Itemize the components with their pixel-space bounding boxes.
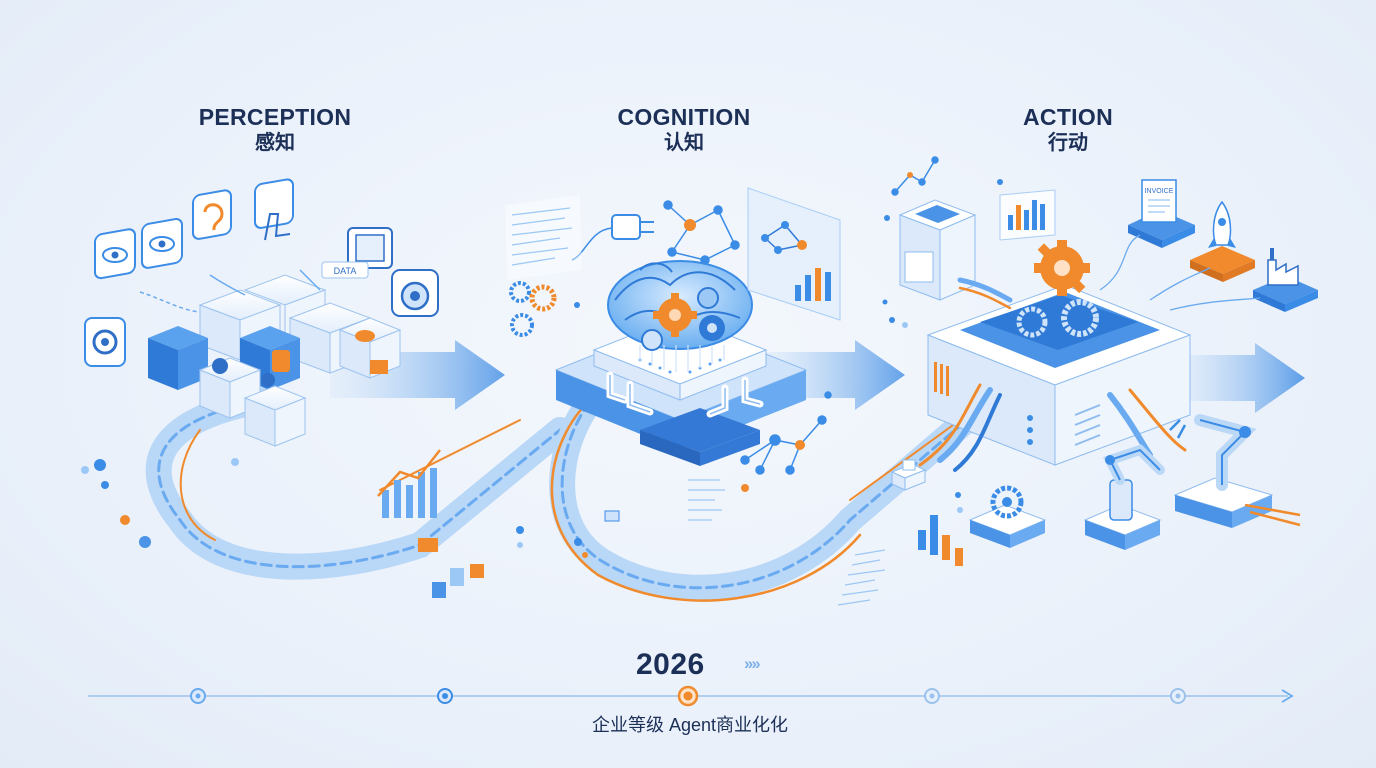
timeline <box>88 687 1292 705</box>
robot-arm-icon-2 <box>1170 420 1272 528</box>
robot-arm-icon <box>1085 450 1160 550</box>
bar-chart-icon-action <box>918 515 963 566</box>
stage-title-en: COGNITION <box>564 104 804 130</box>
eye-icon <box>95 228 135 279</box>
chevron-right-icon: ›››› <box>744 654 759 674</box>
stage-title-en: PERCEPTION <box>155 104 395 130</box>
camera-icon <box>392 270 438 316</box>
plug-icon <box>572 215 654 260</box>
timeline-marker-1 <box>191 689 205 703</box>
network-icon <box>664 201 739 264</box>
timeline-marker-active <box>679 687 697 705</box>
timeline-year: 2026 <box>636 648 705 682</box>
stage-title-action: ACTION 行动 <box>948 104 1188 155</box>
stage-title-zh: 行动 <box>948 132 1188 155</box>
bar-chart-panel <box>1000 190 1055 240</box>
svg-text:DATA: DATA <box>334 266 357 276</box>
eye-icon-2 <box>142 218 182 269</box>
stage-title-en: ACTION <box>948 104 1188 130</box>
flow-arrow-3 <box>1180 343 1305 413</box>
server-icon <box>900 200 975 300</box>
line-chart-icon <box>892 157 938 195</box>
stage-title-zh: 感知 <box>155 132 395 155</box>
bar-chart-icon <box>378 450 440 518</box>
gear-icon-orange <box>1034 240 1090 296</box>
stage-title-cognition: COGNITION 认知 <box>564 104 804 155</box>
hand-icon <box>255 178 293 240</box>
ear-icon <box>193 189 231 240</box>
stage-title-perception: PERCEPTION 感知 <box>155 104 395 155</box>
machine-body <box>928 285 1190 465</box>
stage-title-zh: 认知 <box>564 132 804 155</box>
hologram-panel <box>748 188 840 320</box>
timeline-milestone-label: 企业等级 Agent商业化化 <box>560 711 820 737</box>
timeline-marker-2 <box>438 689 452 703</box>
radar-icon <box>85 318 125 366</box>
text-panel <box>505 195 582 280</box>
invoice-icon: INVOICE <box>1128 180 1195 248</box>
timeline-marker-4 <box>925 689 939 703</box>
factory-icon <box>1253 248 1318 312</box>
rocket-icon <box>1190 202 1255 282</box>
gear-station-icon <box>970 488 1045 548</box>
timeline-marker-5 <box>1171 689 1185 703</box>
data-label-tag: DATA <box>322 262 368 278</box>
svg-text:INVOICE: INVOICE <box>1145 188 1174 195</box>
gear-icon-small <box>511 283 554 335</box>
